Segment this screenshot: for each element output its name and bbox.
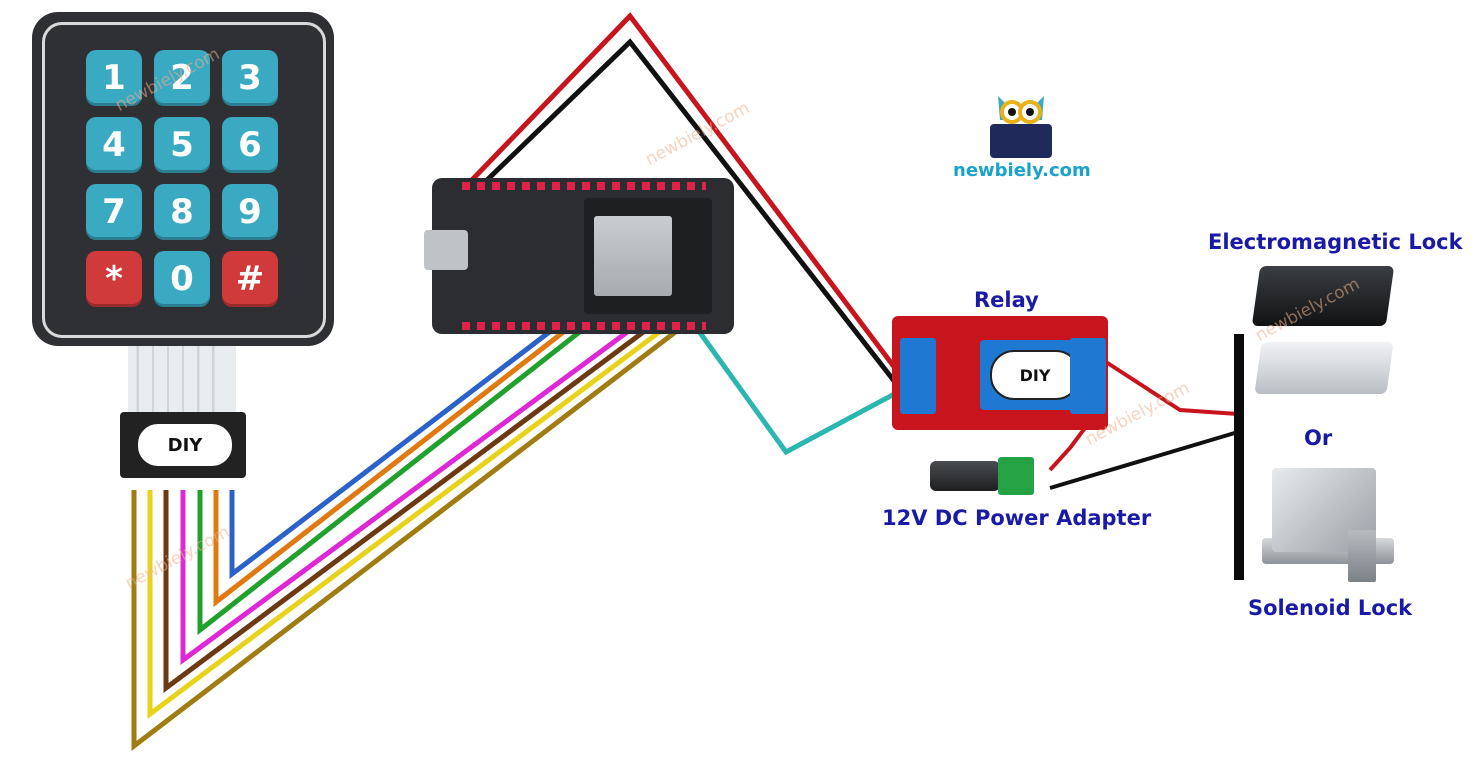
wire-yellow — [147, 328, 664, 719]
relay-module: DIY — [892, 316, 1108, 430]
key-6: 6 — [222, 117, 278, 173]
keypad-ribbon-cable — [128, 346, 236, 416]
dc-power-jack — [930, 455, 1034, 495]
key-8: 8 — [154, 184, 210, 240]
key-hash: # — [222, 251, 278, 307]
key-7: 7 — [86, 184, 142, 240]
wire-magenta — [180, 327, 632, 665]
relay-input-terminal — [900, 338, 936, 414]
key-5: 5 — [154, 117, 210, 173]
wire-black-gnd — [483, 38, 900, 388]
wire-olive — [131, 328, 680, 752]
keypad-border — [42, 22, 326, 338]
key-star: * — [86, 251, 142, 307]
wire-blue — [229, 328, 554, 580]
key-1: 1 — [86, 50, 142, 106]
wire-cyan-signal — [695, 328, 900, 456]
solenoid-lock — [1262, 468, 1394, 586]
key-0: 0 — [154, 251, 210, 307]
wire-orange — [213, 328, 568, 608]
door-edge — [1234, 334, 1244, 580]
or-label: Or — [1304, 426, 1333, 450]
solenoid-bolt — [1348, 530, 1376, 582]
usb-port-icon — [424, 230, 468, 270]
wire-red-lock — [1104, 360, 1239, 416]
esp8266-board — [424, 178, 734, 334]
wire-brown — [163, 327, 648, 693]
key-2: 2 — [154, 50, 210, 106]
keypad-connector: DIY — [120, 412, 246, 478]
power-adapter-label: 12V DC Power Adapter — [882, 506, 1152, 530]
relay-label: Relay — [974, 288, 1039, 312]
em-lock-label: Electromagnetic Lock — [1208, 230, 1463, 254]
key-4: 4 — [86, 117, 142, 173]
wifi-shield — [594, 216, 672, 296]
key-9: 9 — [222, 184, 278, 240]
em-plate — [1254, 342, 1394, 394]
wire-red-vin — [468, 12, 900, 374]
relay-diyables-logo: DIY — [990, 350, 1080, 400]
key-3: 3 — [222, 50, 278, 106]
keypad: 1 2 3 4 5 6 7 8 9 * 0 # — [32, 12, 334, 346]
wire-green — [197, 328, 584, 636]
wire-black-lock — [1049, 430, 1239, 490]
esp-top-pins — [462, 182, 706, 190]
relay-output-terminal — [1070, 338, 1106, 414]
jack-barrel — [930, 461, 1000, 491]
solenoid-lock-label: Solenoid Lock — [1248, 596, 1413, 620]
esp-bottom-pins — [462, 322, 706, 330]
brand-label: newbiely.com — [953, 160, 1091, 181]
jack-terminal — [998, 457, 1034, 495]
diyables-logo: DIY — [136, 422, 234, 468]
owl-logo-icon — [990, 96, 1052, 158]
